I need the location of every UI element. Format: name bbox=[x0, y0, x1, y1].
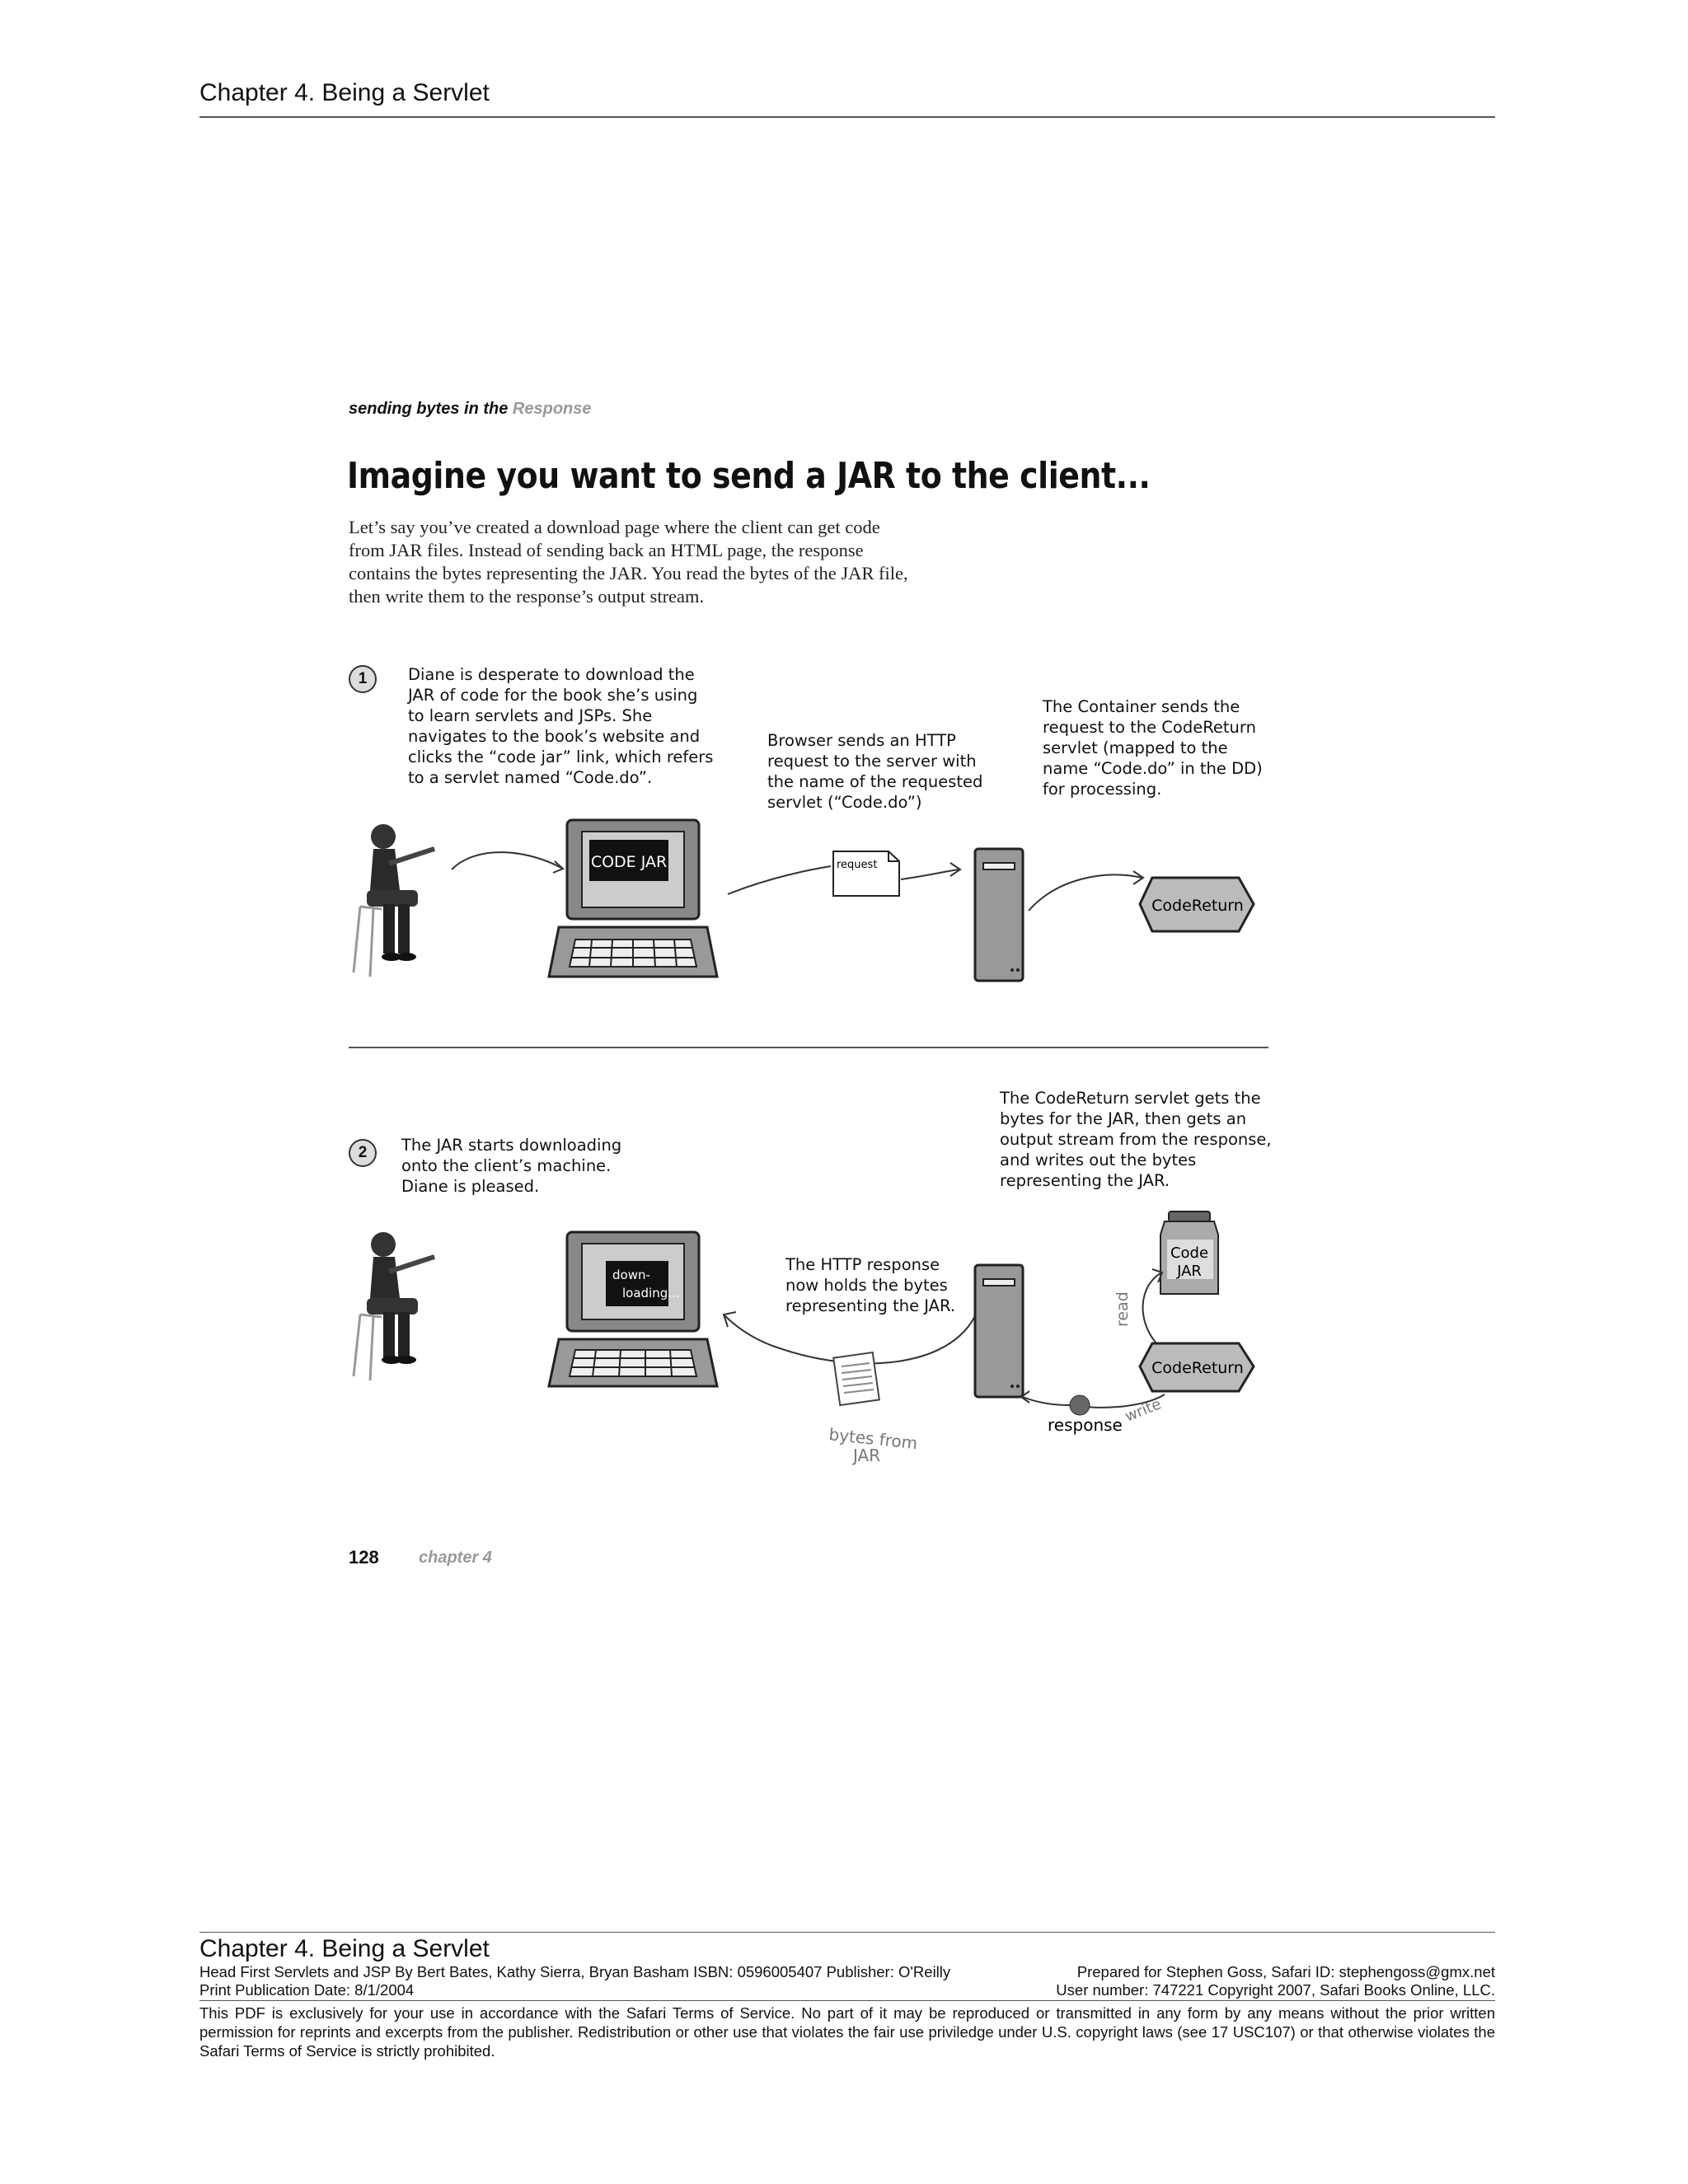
arrow bbox=[1029, 874, 1142, 911]
step-1-line: to learn servlets and JSPs. She bbox=[408, 705, 713, 726]
section-tag: sending bytes in the Response bbox=[349, 400, 592, 419]
step-1-number: 1 bbox=[349, 665, 377, 693]
step-2-number: 2 bbox=[349, 1139, 377, 1167]
arrow bbox=[901, 869, 959, 879]
footer-legal: This PDF is exclusively for your use in … bbox=[199, 2004, 1495, 2060]
step-1-diagram: CODE JAR request CodeReturn bbox=[349, 812, 1280, 993]
server-icon bbox=[975, 1265, 1023, 1397]
page-number: 128 bbox=[349, 1547, 379, 1568]
screen-label: CODE JAR bbox=[591, 853, 667, 871]
intro-line: from JAR files. Instead of sending back … bbox=[349, 539, 975, 562]
computer-icon: down- loading... bbox=[549, 1232, 717, 1386]
diane-figure bbox=[354, 1232, 435, 1380]
intro-paragraph: Let’s say you’ve created a download page… bbox=[349, 516, 975, 608]
chapter-label: chapter 4 bbox=[419, 1549, 492, 1568]
request-label: request bbox=[837, 859, 877, 871]
server-icon bbox=[975, 849, 1023, 981]
write-label: write bbox=[1123, 1395, 1164, 1425]
footer-rule bbox=[199, 2000, 1495, 2001]
step-2-line: Diane is pleased. bbox=[401, 1176, 621, 1197]
codereturn-servlet: CodeReturn bbox=[1140, 878, 1254, 931]
container-note-line: servlet (mapped to the bbox=[1043, 738, 1263, 758]
step-2-line: The JAR starts downloading bbox=[401, 1135, 621, 1155]
servlet-note-line: representing the JAR. bbox=[1000, 1170, 1272, 1191]
step-1-text: Diane is desperate to download the JAR o… bbox=[408, 664, 713, 788]
footer-rule bbox=[199, 1932, 1495, 1933]
jar-label: Code bbox=[1170, 1244, 1208, 1262]
browser-note-line: Browser sends an HTTP bbox=[767, 730, 982, 751]
request-note: request bbox=[833, 851, 899, 896]
container-note-line: request to the CodeReturn bbox=[1043, 717, 1263, 738]
browser-note-line: request to the server with bbox=[767, 751, 982, 771]
section-tag-prefix: sending bytes in the bbox=[349, 400, 508, 418]
response-dot bbox=[1070, 1395, 1090, 1415]
intro-line: contains the bytes representing the JAR.… bbox=[349, 562, 975, 585]
servlet-note-line: The CodeReturn servlet gets the bbox=[1000, 1088, 1272, 1108]
page-headline: Imagine you want to send a JAR to the cl… bbox=[347, 455, 1150, 497]
servlet-label: CodeReturn bbox=[1151, 1359, 1244, 1377]
servlet-label: CodeReturn bbox=[1151, 897, 1244, 915]
screen-label: down- bbox=[612, 1268, 650, 1282]
header-rule bbox=[199, 116, 1495, 118]
servlet-note: The CodeReturn servlet gets the bytes fo… bbox=[1000, 1088, 1272, 1191]
arrow bbox=[1023, 1397, 1070, 1405]
response-label: response bbox=[1048, 1415, 1123, 1435]
code-jar-icon: Code JAR bbox=[1160, 1212, 1218, 1294]
codereturn-servlet: CodeReturn bbox=[1140, 1343, 1254, 1391]
container-note: The Container sends the request to the C… bbox=[1043, 696, 1263, 799]
step-1-line: Diane is desperate to download the bbox=[408, 664, 713, 685]
servlet-note-line: bytes for the JAR, then gets an bbox=[1000, 1108, 1272, 1129]
jar-label: JAR bbox=[1176, 1263, 1202, 1280]
step-2-text: The JAR starts downloading onto the clie… bbox=[401, 1135, 621, 1197]
step-1-line: JAR of code for the book she’s using bbox=[408, 685, 713, 705]
servlet-note-line: output stream from the response, bbox=[1000, 1129, 1272, 1150]
step-2-line: onto the client’s machine. bbox=[401, 1155, 621, 1176]
browser-note: Browser sends an HTTP request to the ser… bbox=[767, 730, 982, 813]
step-1-line: to a servlet named “Code.do”. bbox=[408, 767, 713, 788]
footer-pub-date: Print Publication Date: 8/1/2004 bbox=[199, 1981, 414, 1999]
footer-prepared-for: Prepared for Stephen Goss, Safari ID: st… bbox=[1077, 1963, 1495, 1981]
footer-book-line: Head First Servlets and JSP By Bert Bate… bbox=[199, 1963, 950, 1981]
arrow bbox=[728, 866, 831, 894]
step-1-line: clicks the “code jar” link, which refers bbox=[408, 747, 713, 767]
read-arrow bbox=[1143, 1273, 1160, 1343]
footer-user-number: User number: 747221 Copyright 2007, Safa… bbox=[1056, 1981, 1495, 1999]
browser-note-line: the name of the requested bbox=[767, 771, 982, 792]
step-1-line: navigates to the book’s website and bbox=[408, 726, 713, 747]
intro-line: Let’s say you’ve created a download page… bbox=[349, 516, 975, 539]
container-note-line: name “Code.do” in the DD) bbox=[1043, 758, 1263, 779]
footer-chapter-title: Chapter 4. Being a Servlet bbox=[199, 1935, 490, 1963]
intro-line: then write them to the response’s output… bbox=[349, 585, 975, 608]
arrow bbox=[452, 852, 561, 869]
servlet-note-line: and writes out the bytes bbox=[1000, 1150, 1272, 1170]
read-label: read bbox=[1114, 1291, 1132, 1327]
bytes-document bbox=[833, 1352, 879, 1405]
bytes-label: JAR bbox=[851, 1446, 880, 1465]
section-tag-highlight: Response bbox=[513, 400, 592, 418]
step-2-diagram: down- loading... bytes from JAR Code JAR bbox=[349, 1203, 1280, 1475]
container-note-line: The Container sends the bbox=[1043, 696, 1263, 717]
step-divider bbox=[349, 1047, 1268, 1048]
diane-figure bbox=[354, 824, 435, 977]
header-chapter-title: Chapter 4. Being a Servlet bbox=[199, 79, 490, 107]
screen-label: loading... bbox=[622, 1286, 680, 1301]
container-note-line: for processing. bbox=[1043, 779, 1263, 799]
browser-note-line: servlet (“Code.do”) bbox=[767, 792, 982, 813]
computer-icon: CODE JAR bbox=[549, 820, 717, 977]
